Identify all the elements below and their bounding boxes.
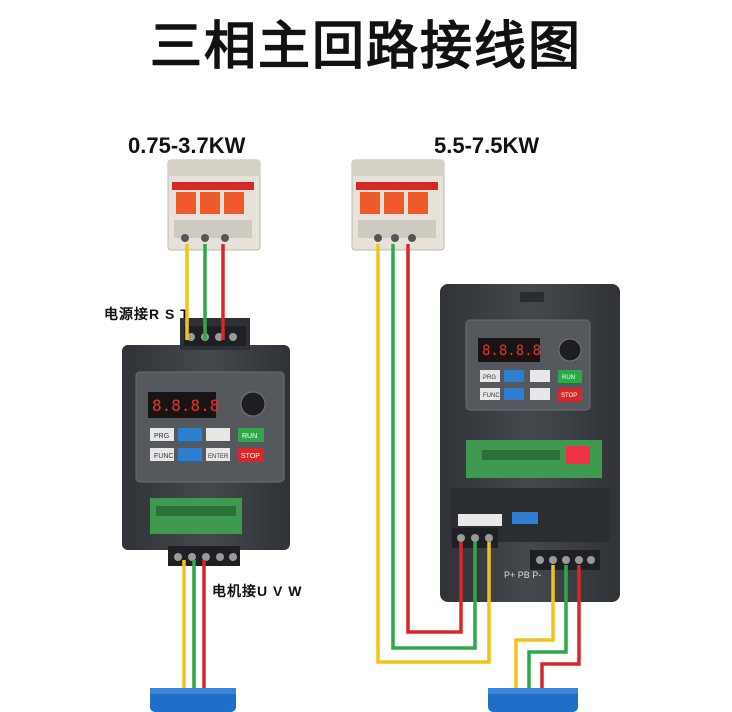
- svg-text:8.8.8.8: 8.8.8.8: [152, 396, 219, 415]
- left-inverter: 8.8.8.8 PRG FUNC RUN STOP ENTER: [122, 318, 290, 566]
- right-circuit-breaker: [351, 159, 445, 251]
- right-prg-key: PRG: [483, 375, 496, 381]
- left-run-key: RUN: [242, 433, 257, 440]
- left-power-range: 0.75-3.7KW: [128, 133, 246, 158]
- left-enter-key: ENTER: [208, 454, 229, 460]
- right-motor: [488, 688, 578, 712]
- right-wires: [376, 244, 581, 700]
- right-run-key: RUN: [562, 375, 575, 381]
- input-terminal-label: 电源接R S T: [104, 306, 190, 322]
- left-stop-key: STOP: [241, 453, 260, 460]
- svg-text:8.8.8.8: 8.8.8.8: [482, 343, 541, 359]
- left-circuit-breaker: [167, 159, 261, 251]
- left-func-key: FUNC: [154, 453, 173, 460]
- left-wires: [182, 244, 225, 700]
- right-func-key: FUNC: [483, 393, 500, 399]
- right-inverter: 8.8.8.8 PRG FUNC RUN STOP P+ PB P-: [440, 284, 620, 602]
- output-terminal-label: 电机接U V W: [212, 583, 303, 599]
- left-prg-key: PRG: [154, 433, 169, 440]
- pb-terminal-labels: P+ PB P-: [504, 570, 541, 580]
- right-stop-key: STOP: [561, 393, 577, 399]
- right-power-range: 5.5-7.5KW: [434, 133, 540, 158]
- left-motor: [150, 688, 236, 712]
- page-title: 三相主回路接线图: [149, 17, 582, 77]
